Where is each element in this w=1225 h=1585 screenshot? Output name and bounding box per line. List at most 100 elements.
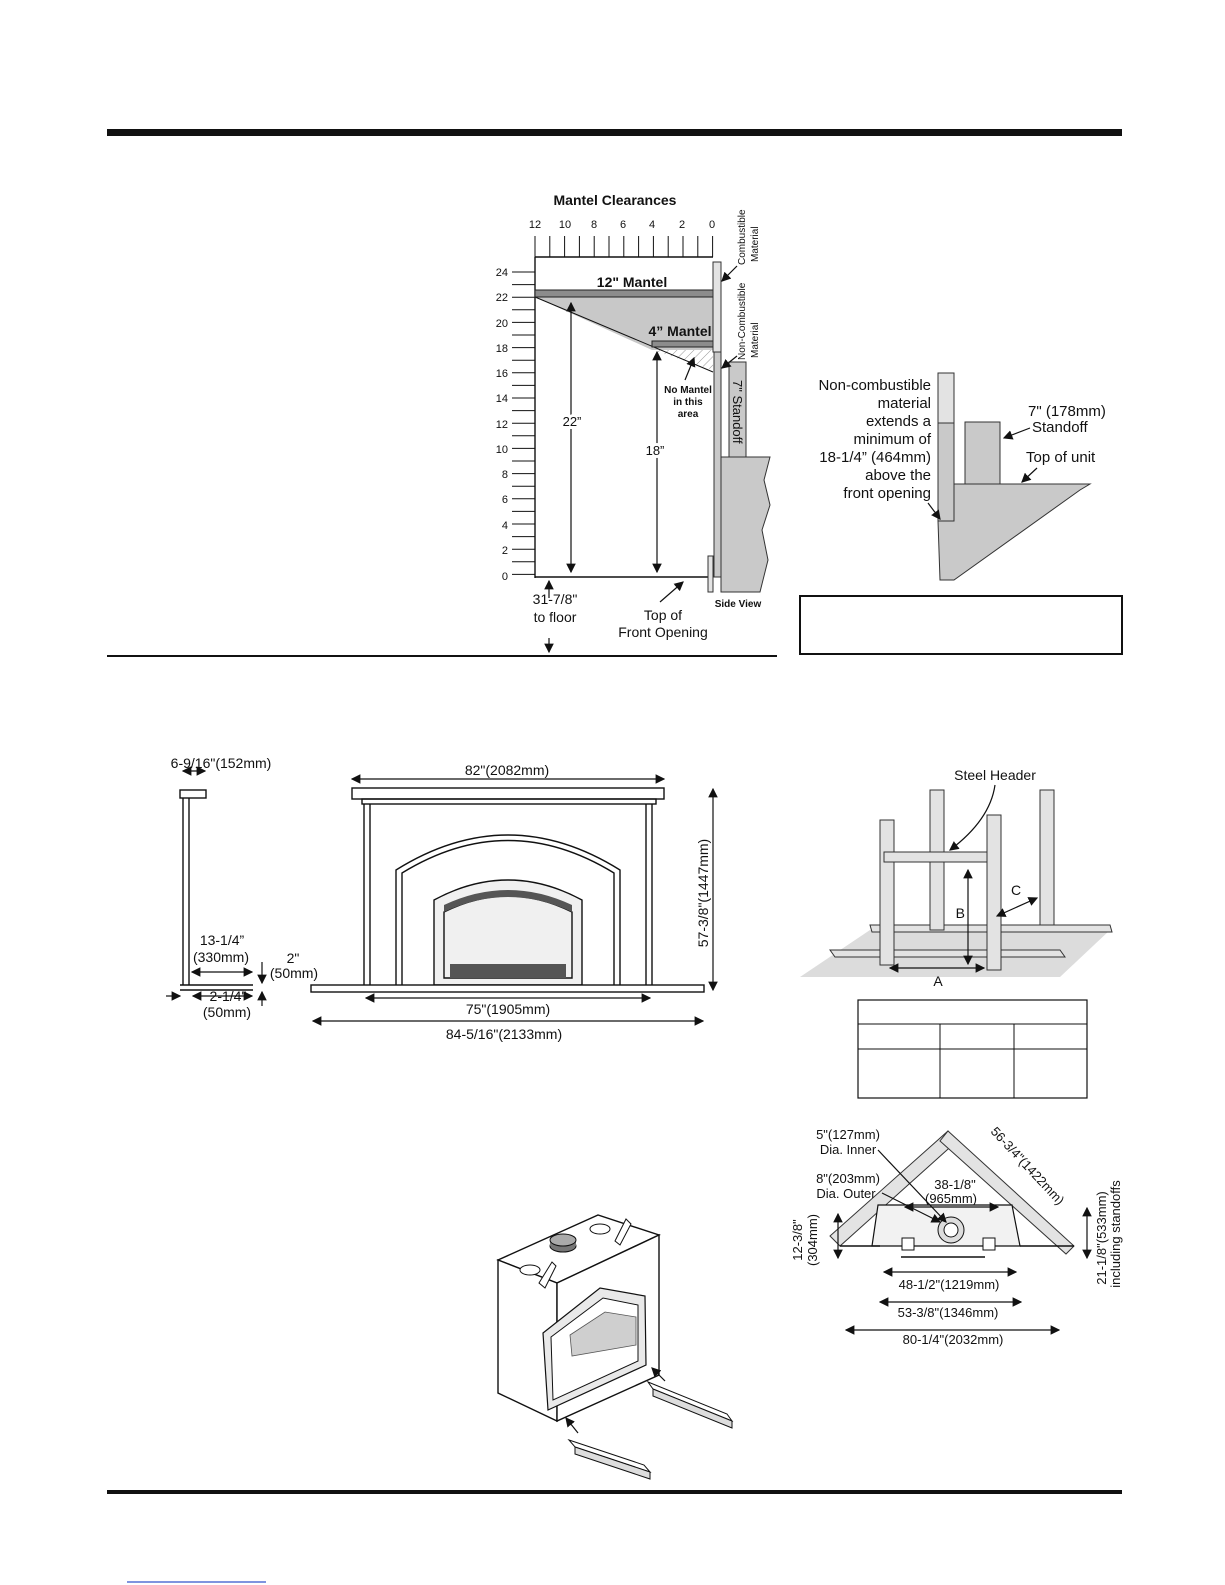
corner-install-diagram: 5"(127mm) Dia. Inner 8"(203mm) Dia. Oute… (790, 1124, 1123, 1347)
noncomb-line2: material (878, 395, 931, 412)
mantel-front: 82"(2082mm) 57-3/8"(1447mm) 75"(1905mm) … (310, 762, 718, 1042)
mantel-4in-label: 4” Mantel (648, 323, 711, 339)
side-depth-label: 6-9/16"(152mm) (171, 755, 272, 771)
height-label: 57-3/8"(1447mm) (695, 839, 711, 947)
left-tick-6: 6 (502, 494, 508, 506)
dim-22: 22” (563, 414, 582, 429)
label-b: B (956, 905, 965, 921)
side-inner-line1: 13-1/4” (200, 932, 245, 948)
left-h-line2: (304mm) (805, 1214, 820, 1266)
top-tick-8: 8 (591, 219, 597, 231)
top-of-front-line1: Top of (644, 607, 682, 623)
combustible-strip (712, 261, 722, 353)
to-floor-line1: 31-7/8" (533, 591, 578, 607)
two-inch-line2: (50mm) (270, 965, 318, 981)
outer-dia-line2: Dia. Outer (816, 1186, 876, 1201)
center-line2: (965mm) (925, 1191, 977, 1206)
noncombustible-label-2: Material (750, 322, 761, 358)
mantel-elevation-diagram: 6-9/16"(152mm) 13-1/4” (330mm) 2-1/4" (5… (166, 755, 718, 1042)
noncomb-line1: Non-combustible (818, 377, 931, 394)
dim-18: 18” (646, 443, 665, 458)
noncomb-line5: 18-1/4” (464mm) (819, 449, 931, 466)
noncomb-line3: extends a (866, 413, 932, 430)
noncomb-line7: front opening (843, 485, 931, 502)
left-tick-16: 16 (496, 368, 508, 380)
slide-rail-2 (646, 1380, 734, 1423)
left-tick-2: 2 (502, 545, 508, 557)
side-inner-line2: (330mm) (193, 949, 249, 965)
to-floor-line2: to floor (534, 609, 577, 625)
framing-stud (879, 819, 895, 966)
mantel-4in-bar (651, 340, 714, 348)
w2-label: 53-3/8"(1346mm) (898, 1305, 999, 1320)
framing-diagram: Steel Header B A C (800, 767, 1113, 1099)
width-top-label: 82"(2082mm) (465, 762, 549, 778)
overall-width-label: 84-5/16"(2133mm) (446, 1026, 562, 1042)
two-inch-line1: 2" (287, 950, 300, 966)
standoff-detail-diagram: Non-combustible material extends a minim… (799, 372, 1123, 655)
outer-dia-line1: 8"(203mm) (816, 1171, 880, 1186)
top-rule (107, 129, 1122, 136)
top-of-unit-label: Top of unit (1026, 449, 1096, 466)
standoff-label-1: 7" (178mm) (1028, 403, 1106, 420)
standoff-vertical-label: 7" Standoff (730, 380, 745, 444)
unit-isometric-sketch (496, 1214, 734, 1480)
inner-dia-line1: 5"(127mm) (816, 1127, 880, 1142)
steel-header (883, 851, 988, 863)
noncombustible-strip (713, 351, 722, 578)
right-h-line1: 21-1/8"(533mm) (1094, 1191, 1109, 1284)
left-tick-4: 4 (502, 520, 508, 532)
left-tick-8: 8 (502, 469, 508, 481)
top-tick-12: 12 (529, 219, 541, 231)
label-a: A (933, 973, 943, 989)
framing-dimension-table (857, 999, 1088, 1099)
side-view-label: Side View (715, 599, 762, 610)
center-line1: 38-1/8" (934, 1177, 976, 1192)
inner-dia-line2: Dia. Inner (820, 1142, 877, 1157)
top-tick-0: 0 (709, 219, 715, 231)
mantel-title: Mantel Clearances (554, 192, 677, 208)
unit-top-shape (937, 483, 1092, 581)
combustible-label-2: Material (750, 226, 761, 262)
left-tick-22: 22 (496, 292, 508, 304)
bottom-rule (107, 1490, 1122, 1494)
left-tick-12: 12 (496, 419, 508, 431)
top-tick-6: 6 (620, 219, 626, 231)
no-mantel-hatch (652, 350, 713, 370)
w3-label: 80-1/4"(2032mm) (903, 1332, 1004, 1347)
mantel-12in-bar (534, 289, 714, 298)
left-tick-24: 24 (496, 267, 508, 279)
framing-stud (1039, 789, 1055, 926)
side-bottom-line2: (50mm) (203, 1004, 251, 1020)
top-tick-10: 10 (559, 219, 571, 231)
inner-width-label: 75"(1905mm) (466, 1001, 550, 1017)
side-profile: 6-9/16"(152mm) 13-1/4” (330mm) 2-1/4" (5… (166, 755, 318, 1020)
note-box (799, 595, 1123, 655)
left-ruler: 24 22 20 18 16 14 12 10 8 6 4 2 0 (496, 257, 536, 583)
noncomb-line4: minimum of (853, 431, 931, 448)
left-tick-20: 20 (496, 318, 508, 330)
side-bottom-line1: 2-1/4" (210, 988, 247, 1004)
top-tick-2: 2 (679, 219, 685, 231)
left-tick-18: 18 (496, 343, 508, 355)
unit-body-side (720, 456, 771, 593)
no-mantel-line1: No Mantel (664, 385, 712, 396)
mantel-clearances-diagram: Mantel Clearances 12 10 8 6 4 2 0 24 22 … (496, 192, 771, 654)
standoff-box-detail (964, 421, 1001, 485)
left-h-line1: 12-3/8" (790, 1219, 805, 1261)
clearance-shading (535, 297, 713, 350)
noncomb-line6: above the (865, 467, 931, 484)
no-mantel-line3: area (678, 409, 699, 420)
noncombustible-label-1: Non-Combustible (737, 282, 748, 360)
framing-stud (986, 814, 1002, 971)
top-ruler: 12 10 8 6 4 2 0 (529, 219, 715, 258)
right-h-line2: including standoffs (1108, 1180, 1123, 1288)
combustible-label-1: Combustible (737, 209, 748, 265)
left-tick-14: 14 (496, 393, 508, 405)
standoff-label-2: Standoff (1032, 419, 1088, 436)
top-tick-4: 4 (649, 219, 655, 231)
label-c: C (1011, 882, 1021, 898)
mantel-12in-label: 12" Mantel (597, 274, 667, 290)
left-tick-10: 10 (496, 444, 508, 456)
